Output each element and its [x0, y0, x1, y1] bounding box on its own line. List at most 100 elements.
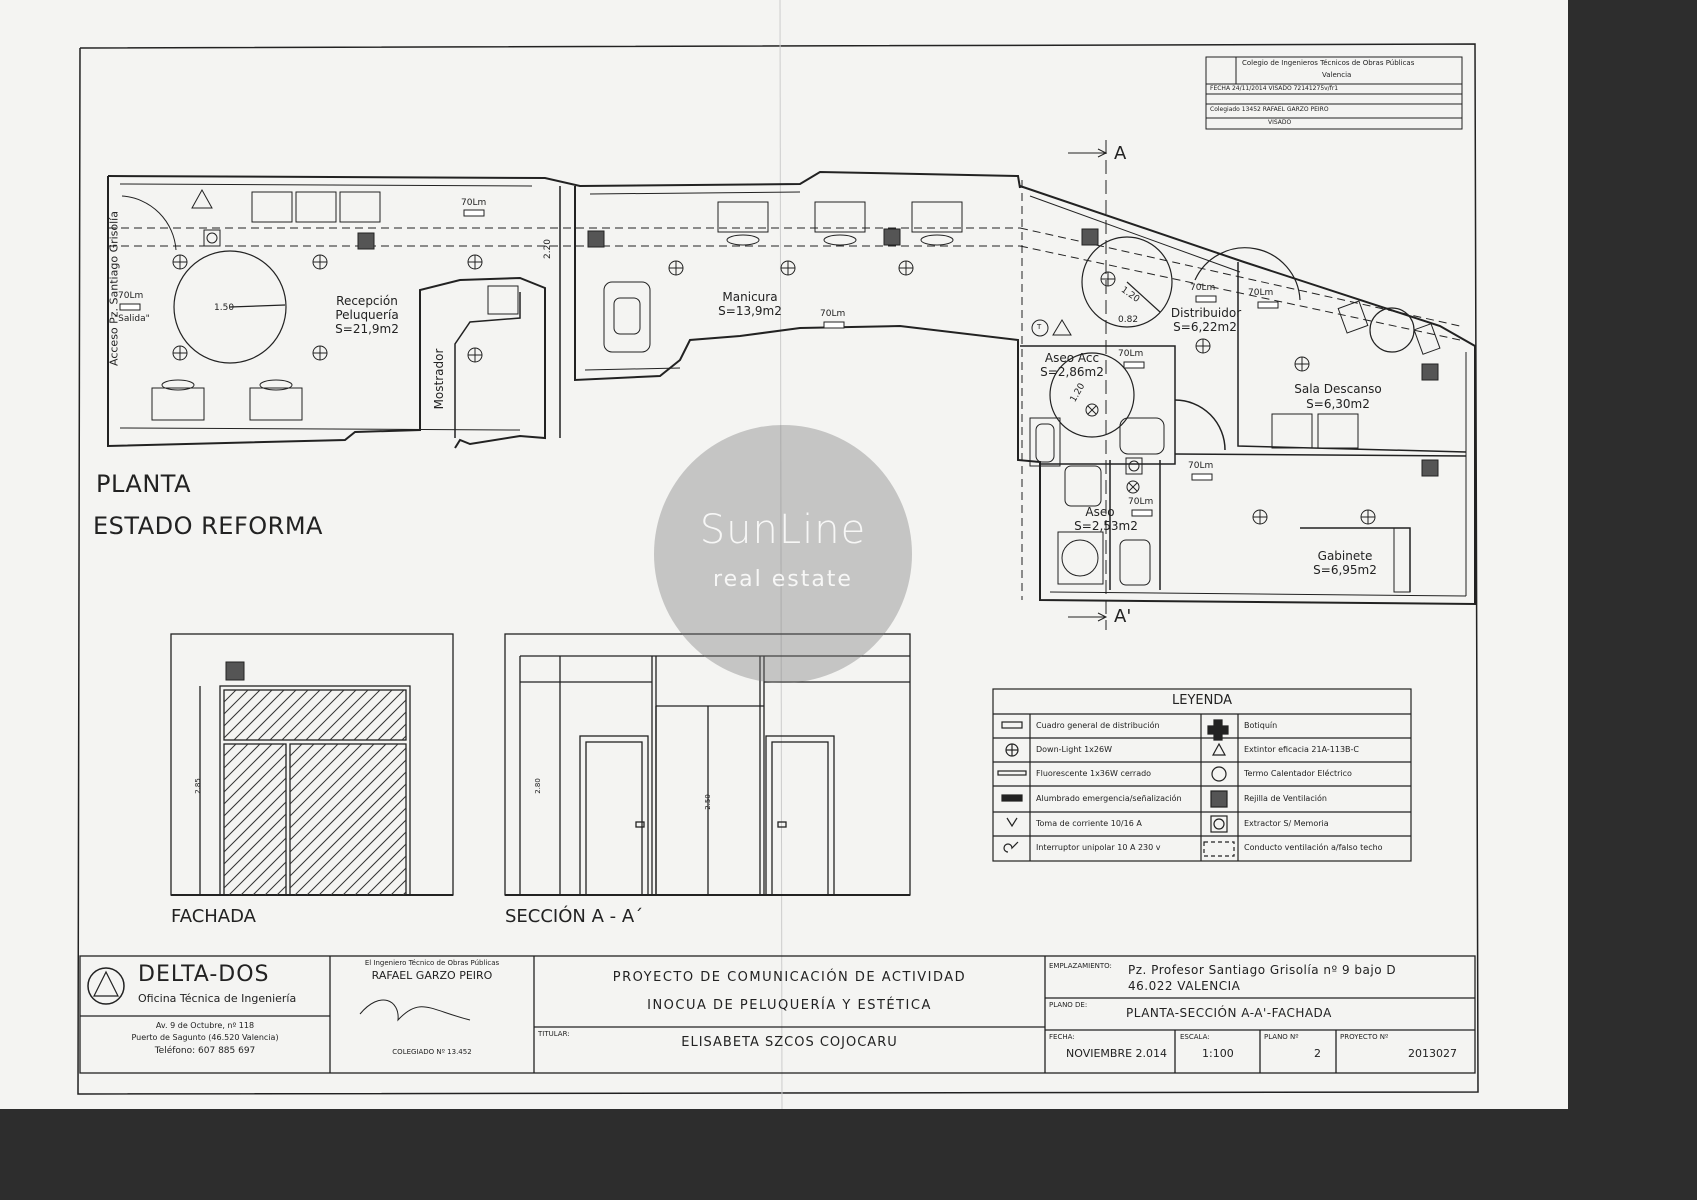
ventilation-ducts — [108, 180, 1461, 600]
fachada-view — [170, 633, 454, 896]
lum-label-5: 70Lm — [1248, 288, 1274, 298]
glass-hatch-line — [223, 689, 237, 703]
glass-hatch-line — [223, 813, 287, 877]
glass-hatch-line — [365, 699, 407, 741]
glass-hatch-line — [378, 867, 407, 896]
glass-hatch-line — [305, 689, 357, 741]
glass-hatch-line — [223, 801, 287, 865]
fachada-title: FACHADA — [171, 906, 256, 927]
stamp-colegiado: Colegiado 13452 RAFAEL GARZO PEIRO — [1210, 106, 1329, 113]
plano-label: PLANO DE: — [1049, 1001, 1088, 1009]
glass-hatch-line — [252, 861, 287, 896]
engineer-colegiado: COLEGIADO Nº 13.452 — [392, 1048, 472, 1056]
floor-plan-drawing — [77, 0, 1479, 1109]
emplazamiento-line2: 46.022 VALENCIA — [1128, 979, 1241, 993]
mostrador-label: Mostrador — [432, 348, 446, 410]
lum-label-3: 70Lm — [820, 309, 846, 319]
dim-250: 2.50 — [703, 794, 712, 810]
legend-right-3: Termo Calentador Eléctrico — [1244, 769, 1352, 778]
company-name: DELTA-DOS — [138, 962, 270, 987]
room-sala-descanso-name: Sala Descanso — [1294, 382, 1382, 396]
counter — [454, 292, 521, 438]
fecha-label: FECHA: — [1049, 1033, 1075, 1041]
legend-left-1: Cuadro general de distribución — [1036, 721, 1160, 730]
fecha-value: NOVIEMBRE 2.014 — [1066, 1047, 1168, 1060]
glass-hatch-line — [245, 689, 297, 741]
lum-label-4: 70Lm — [1190, 283, 1216, 293]
watermark-subtitle: real estate — [713, 567, 853, 592]
room-recepcion-name-line2: Peluquería — [335, 308, 399, 322]
glass-hatch-line — [228, 837, 287, 896]
lum-label-8: 70Lm — [1128, 497, 1154, 507]
proyecto-label: PROYECTO Nº — [1340, 1033, 1389, 1041]
dim-280: 2.80 — [533, 778, 542, 794]
extractors — [203, 229, 1143, 475]
glass-hatch-line — [289, 743, 351, 805]
emergency-lights — [119, 209, 1279, 517]
glass-hatch-line — [306, 795, 407, 896]
company-address1: Av. 9 de Octubre, nº 118 — [155, 1021, 255, 1030]
glass-hatch-line — [402, 891, 407, 896]
room-manicura-area: S=13,9m2 — [718, 304, 782, 318]
lum-label-7: 70Lm — [1188, 461, 1214, 471]
glass-hatch-line — [353, 689, 405, 741]
legend-left-6: Interruptor unipolar 10 A 230 v — [1036, 843, 1161, 852]
glass-hatch-line — [289, 743, 399, 853]
room-distribuidor-name: Distribuidor — [1170, 306, 1242, 320]
visado-stamp — [1205, 56, 1463, 130]
glass-hatch-line — [366, 855, 407, 896]
furniture — [151, 191, 1441, 593]
glass-hatch-line — [341, 689, 393, 741]
lum-label-6: 70Lm — [1118, 349, 1144, 359]
sunline-watermark: SunLine real estate — [654, 425, 912, 683]
legend-left-4: Alumbrado emergencia/señalización — [1036, 794, 1182, 803]
section-a-label: A — [1114, 143, 1127, 164]
escala-value: 1:100 — [1202, 1047, 1234, 1060]
legend-left-5: Toma de corriente 10/16 A — [1036, 819, 1142, 828]
company-phone: Teléfono: 607 885 697 — [154, 1046, 256, 1056]
outer-walls — [107, 170, 1476, 606]
glass-hatch-line — [293, 689, 345, 741]
room-recepcion-name-line1: Recepción — [336, 294, 398, 308]
plan-title-line2: ESTADO REFORMA — [93, 512, 323, 540]
glass-hatch-line — [223, 825, 287, 889]
glass-hatch-line — [269, 689, 321, 741]
legend-right-5: Extractor S/ Memoria — [1244, 819, 1329, 828]
engineer-role: El Ingeniero Técnico de Obras Públicas — [364, 959, 500, 967]
glass-hatch-line — [377, 711, 407, 741]
plano-n-label: PLANO Nº — [1264, 1033, 1299, 1041]
engineer-name: RAFAEL GARZO PEIRO — [371, 969, 493, 982]
glass-hatch-line — [289, 759, 407, 877]
glass-hatch-line — [223, 743, 261, 781]
glass-hatch-line — [289, 747, 407, 865]
extinguisher-symbol — [191, 188, 213, 209]
room-aseo-acc-area: S=2,86m2 — [1040, 365, 1104, 379]
glass-hatch-line — [240, 849, 287, 896]
section-a2-label: A' — [1114, 606, 1132, 627]
stamp-line1: Colegio de Ingenieros Técnicos de Obras … — [1242, 59, 1415, 67]
glass-hatch-line — [223, 765, 287, 829]
glass-hatch-line — [289, 743, 303, 757]
salida-label: "Salida" — [114, 314, 150, 324]
legend-title: LEYENDA — [1171, 693, 1232, 708]
glass-hatch-line — [317, 689, 369, 741]
glass-hatch-line — [289, 743, 363, 817]
legend-table — [992, 688, 1412, 862]
proyecto-value: 2013027 — [1408, 1047, 1457, 1060]
dim-285: 2.85 — [193, 778, 202, 794]
dim-turning-150: 1.50 — [214, 303, 235, 313]
room-sala-descanso-area: S=6,30m2 — [1306, 397, 1370, 411]
titular-label: TITULAR: — [538, 1030, 570, 1038]
legend-left-2: Down-Light 1x26W — [1036, 745, 1112, 754]
room-aseo-acc-name: Aseo Acc — [1044, 351, 1100, 365]
emplazamiento-line1: Pz. Profesor Santiago Grisolía nº 9 bajo… — [1128, 963, 1397, 977]
room-gabinete-name: Gabinete — [1317, 549, 1373, 563]
glass-hatch-line — [390, 879, 407, 896]
legend-right-6: Conducto ventilación a/falso techo — [1244, 843, 1383, 852]
glass-hatch-line — [223, 753, 287, 817]
lum-label-2: 70Lm — [118, 291, 144, 301]
glass-hatch-line — [318, 807, 407, 896]
glass-hatch-line — [223, 743, 249, 769]
glass-hatch-line — [354, 843, 407, 896]
plano-n-value: 2 — [1314, 1047, 1321, 1060]
